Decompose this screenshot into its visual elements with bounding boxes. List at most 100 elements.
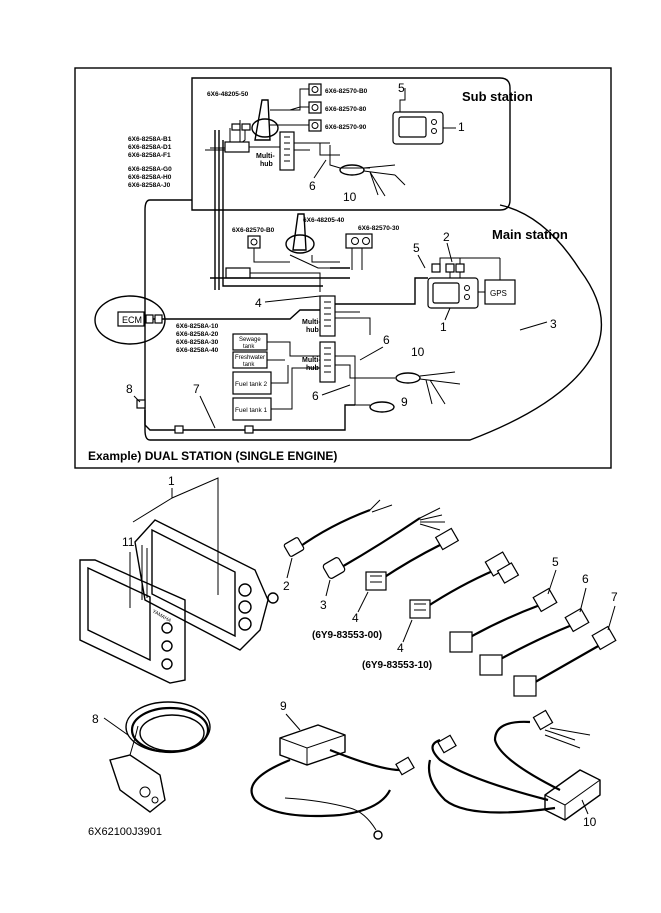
freshwater-tank-label-2: tank bbox=[243, 362, 255, 368]
code-harness-20: 6X6-8258A-20 bbox=[176, 331, 219, 338]
main-throttle-lever bbox=[292, 213, 307, 251]
cable-5 bbox=[464, 603, 541, 641]
freshwater-tank-label-1: Freshwater bbox=[235, 355, 265, 361]
code-harness-j0: 6X6-8258A-J0 bbox=[128, 182, 171, 189]
terminator-8 bbox=[136, 399, 146, 409]
connector-6 bbox=[479, 654, 503, 676]
callout-sub-5: 5 bbox=[398, 81, 405, 95]
code-harness-b1: 6X6-8258A-B1 bbox=[128, 136, 172, 143]
boat-hull-outline bbox=[144, 199, 603, 441]
main-multihub-label-3: Multi- bbox=[302, 357, 321, 364]
engine-outline bbox=[94, 295, 166, 345]
sub-multihub-label-1: Multi- bbox=[256, 153, 275, 160]
sub-fuel-flow-sensor bbox=[339, 164, 365, 176]
sub-station-label: Sub station bbox=[462, 89, 533, 104]
display-housing bbox=[134, 519, 269, 651]
code-harness-h0: 6X6-8258A-H0 bbox=[128, 174, 172, 181]
sub-multihub-label-2: hub bbox=[260, 161, 273, 168]
gps-label: GPS bbox=[490, 289, 507, 298]
connector-5 bbox=[449, 631, 473, 653]
transducer-8 bbox=[109, 754, 166, 813]
cable-9b bbox=[329, 748, 401, 772]
callout-part-6: 6 bbox=[582, 572, 589, 586]
sub-harness-connector bbox=[224, 141, 250, 153]
main-station-label: Main station bbox=[492, 227, 568, 242]
connector-7 bbox=[513, 675, 537, 697]
sub-switch-90 bbox=[308, 119, 322, 132]
cable-9a bbox=[250, 758, 391, 818]
code-harness-d1: 6X6-8258A-D1 bbox=[128, 144, 172, 151]
sub-switch-b0 bbox=[308, 83, 322, 96]
drawing-number: 6X62100J3901 bbox=[88, 826, 162, 838]
cable-4b bbox=[424, 568, 496, 609]
main-multihub-lower bbox=[319, 341, 336, 383]
sewage-tank-label-2: tank bbox=[243, 344, 255, 350]
main-fuel-flow-sensor bbox=[395, 372, 421, 384]
main-throttle-hub bbox=[285, 234, 315, 254]
callout-main-10: 10 bbox=[411, 345, 425, 359]
cable-4a bbox=[379, 544, 441, 581]
callout-main-4: 4 bbox=[255, 296, 262, 310]
callout-part-10: 10 bbox=[583, 815, 597, 829]
code-sub-control: 6X6-48205-50 bbox=[207, 91, 249, 98]
main-multihub-label-1: Multi- bbox=[302, 319, 321, 326]
code-harness-f1: 6X6-8258A-F1 bbox=[128, 152, 171, 159]
callout-part-4b: 4 bbox=[397, 641, 404, 655]
callout-part-5: 5 bbox=[552, 555, 559, 569]
callout-main-1: 1 bbox=[440, 320, 447, 334]
cable-10b bbox=[427, 759, 556, 814]
callout-part-8: 8 bbox=[92, 712, 99, 726]
callout-main-9: 9 bbox=[401, 395, 408, 409]
callout-sub-6: 6 bbox=[309, 179, 316, 193]
callout-main-5: 5 bbox=[413, 241, 420, 255]
sub-switch-80 bbox=[308, 101, 322, 114]
callout-part-3: 3 bbox=[320, 598, 327, 612]
fuel-tank-2-label: Fuel tank 2 bbox=[235, 381, 268, 388]
callout-part-1: 1 bbox=[168, 474, 175, 488]
callout-main-7: 7 bbox=[193, 382, 200, 396]
callout-part-4a: 4 bbox=[352, 611, 359, 625]
callout-main-3: 3 bbox=[550, 317, 557, 331]
code-main-control: 6X6-48205-40 bbox=[303, 217, 345, 224]
callout-part-7: 7 bbox=[611, 590, 618, 604]
cable-10c bbox=[493, 720, 561, 791]
display-cover bbox=[79, 559, 186, 684]
code-main-30: 6X6-82570-30 bbox=[358, 225, 400, 232]
callout-main-6b: 6 bbox=[312, 389, 319, 403]
fuel-tank-1-label: Fuel tank 1 bbox=[235, 407, 268, 414]
sub-throttle-lever bbox=[254, 99, 271, 141]
example-caption: Example) DUAL STATION (SINGLE ENGINE) bbox=[88, 449, 337, 463]
cable-10a bbox=[431, 738, 549, 802]
main-multihub-label-2: hub bbox=[306, 327, 319, 334]
callout-part-9: 9 bbox=[280, 699, 287, 713]
main-switch-b0 bbox=[247, 235, 261, 249]
code-sub-80: 6X6-82570-80 bbox=[325, 106, 367, 113]
display-brand: YAMAHA bbox=[151, 609, 173, 625]
code-sub-b0: 6X6-82570-B0 bbox=[325, 88, 368, 95]
main-water-sensor bbox=[369, 401, 395, 413]
code-harness-40: 6X6-8258A-40 bbox=[176, 347, 219, 354]
sub-station-outline bbox=[191, 77, 511, 211]
callout-part-2: 2 bbox=[283, 579, 290, 593]
sub-throttle-hub bbox=[251, 118, 279, 138]
main-harness-connector bbox=[225, 267, 251, 279]
cable-3 bbox=[339, 517, 421, 569]
callout-sub-10: 10 bbox=[343, 190, 357, 204]
callout-main-8: 8 bbox=[126, 382, 133, 396]
sensor-10 bbox=[544, 769, 601, 821]
code-harness-30: 6X6-8258A-30 bbox=[176, 339, 219, 346]
main-multihub-upper bbox=[319, 295, 336, 337]
callout-part-11: 11 bbox=[122, 535, 135, 549]
sub-multihub bbox=[279, 131, 295, 171]
code-harness-10: 6X6-8258A-10 bbox=[176, 323, 219, 330]
code-harness-g0: 6X6-8258A-G0 bbox=[128, 166, 172, 173]
part-4a-code: (6Y9-83553-00) bbox=[312, 630, 382, 641]
callout-sub-1: 1 bbox=[458, 120, 465, 134]
cable-2 bbox=[297, 508, 371, 549]
sewage-tank-label-1: Sewage bbox=[239, 337, 261, 343]
connector-4b bbox=[409, 599, 431, 619]
code-main-b0: 6X6-82570-B0 bbox=[232, 227, 275, 234]
cable-6 bbox=[494, 623, 573, 663]
part-4b-code: (6Y9-83553-10) bbox=[362, 660, 432, 671]
